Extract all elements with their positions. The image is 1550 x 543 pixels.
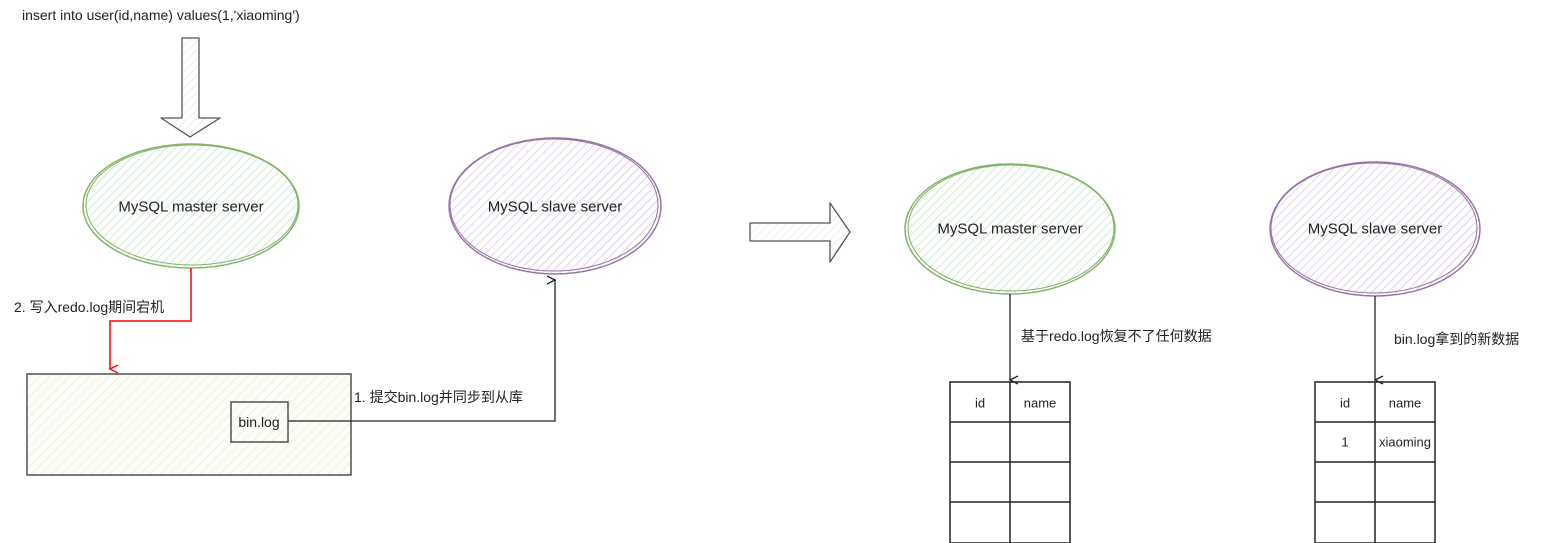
master-server-label: MySQL master server (118, 198, 264, 216)
master-server-node[interactable] (82, 143, 300, 269)
step2-label: 2. 写入redo.log期间宕机 (14, 299, 165, 315)
binlog-box[interactable] (230, 401, 289, 443)
binlog-sync-edge (288, 280, 555, 422)
slave-server-node[interactable] (448, 137, 662, 275)
after-master-edge-label: 基于redo.log恢复不了任何数据 (1021, 328, 1212, 344)
table-header: name (1388, 395, 1422, 411)
table-cell: xiaoming (1378, 434, 1432, 450)
after-slave-server-node[interactable] (1269, 161, 1481, 297)
storage-box[interactable] (26, 373, 352, 476)
step1-label: 1. 提交bin.log并同步到从库 (354, 389, 523, 405)
master-table (949, 381, 1071, 543)
insert-down-arrow (160, 37, 221, 138)
after-slave-label: MySQL slave server (1307, 220, 1443, 238)
after-master-server-node[interactable] (904, 163, 1116, 295)
slave-server-label: MySQL slave server (487, 198, 623, 216)
binlog-label: bin.log (238, 414, 280, 430)
table-cell: 1 (1341, 434, 1349, 450)
table-header: id (1339, 395, 1351, 411)
after-slave-edge-label: bin.log拿到的新数据 (1394, 331, 1520, 347)
sql-statement-label: insert into user(id,name) values(1,'xiao… (22, 7, 300, 23)
transition-right-arrow (749, 202, 851, 263)
slave-table (1314, 381, 1436, 543)
table-header: name (1023, 395, 1057, 411)
redo-log-crash-edge (110, 268, 192, 369)
after-master-label: MySQL master server (937, 220, 1083, 238)
table-header: id (974, 395, 986, 411)
